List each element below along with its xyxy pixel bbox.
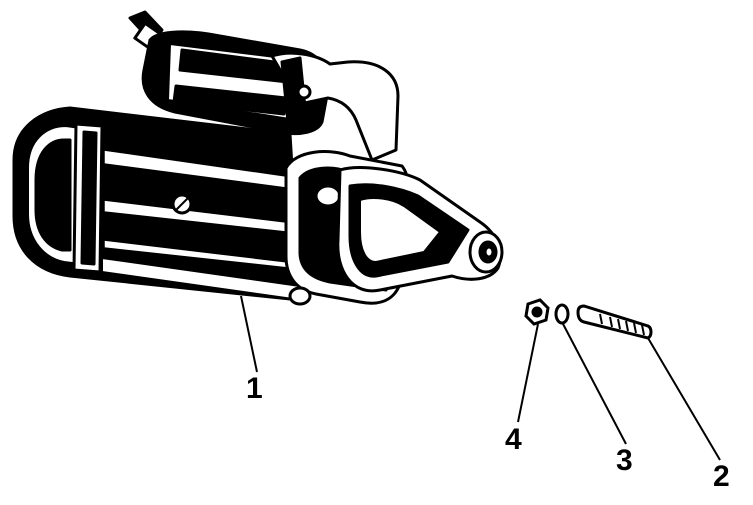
starter-motor [12,10,504,306]
solenoid-terminal [128,10,165,53]
drive-housing [336,166,504,293]
callout-2-stud: 2 [713,460,730,493]
leader-lines [240,295,721,461]
stud [576,304,653,340]
solenoid [141,30,400,162]
leader-line-4 [517,323,539,423]
callout-3-lock-washer: 3 [616,444,633,477]
lock-washer [554,303,570,325]
callout-1-starter-motor: 1 [246,372,263,405]
nut [524,298,550,326]
motor-housing [12,106,302,302]
leader-line-1 [240,295,258,373]
leader-line-2 [647,337,721,461]
leader-line-3 [561,321,627,445]
callout-4-nut: 4 [505,423,522,456]
